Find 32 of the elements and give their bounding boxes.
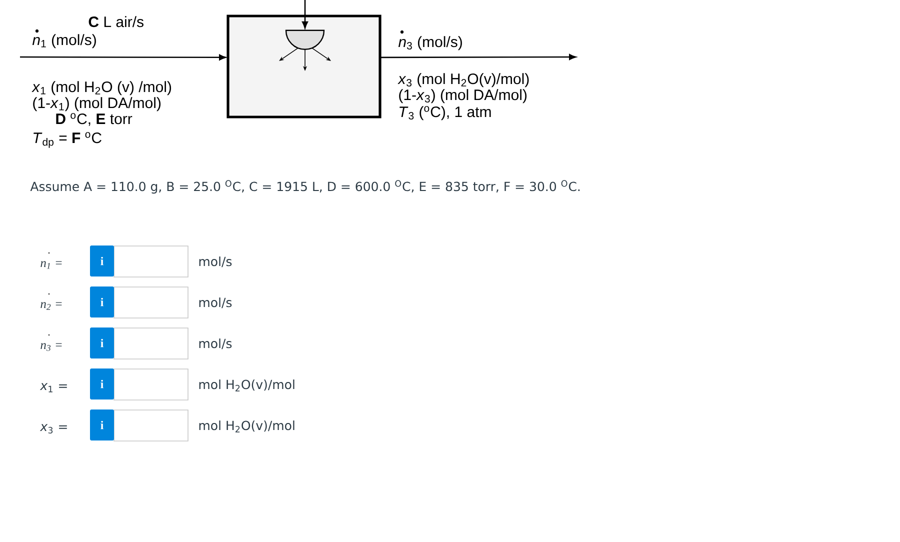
unit-label: mol H$_{2}$O(v)/mol [199,380,294,392]
spray-arrow [312,48,331,61]
stream-label: D $^{o}$C, E torr [56,113,132,126]
arrow [380,54,576,60]
arrow [20,54,226,60]
stream-label: T$_{3}$ ($^{o}$C), 1 atm [400,106,491,120]
stream-label: x$_{1}$ (mol H$_{2}$O (v) /mol) [32,81,172,96]
unit-label: mol/s [199,256,232,268]
stream-label: C L air/s [88,16,144,28]
info-button: i [90,368,114,400]
variable-label: x$_{3}$ = [40,424,67,434]
stream-label: (1-x$_{3}$) (mol DA/mol) [399,89,527,104]
stream-label: n$_{1}$ (mol/s) [32,34,96,48]
info-button: i [90,328,114,358]
variable-label: n$_{3}$ = [40,343,62,351]
variable-label: n$_{2}$ = [40,302,62,310]
info-button: i [90,410,114,440]
stream-label: x$_{3}$ (mol H$_{2}$O(v)/mol) [398,73,529,88]
unit-label: mol H$_{2}$O(v)/mol [199,420,294,432]
stream-label: (1-x$_{1}$) (mol DA/mol) [33,97,161,112]
stream-label: T$_{dp}$ = F $^{o}$C [34,132,102,148]
info-button: i [90,286,114,318]
unit-label: mol/s [199,298,232,308]
variable-label: n$_{1}$ = [40,261,62,269]
stream-label: n$_{3}$ (mol/s) [398,36,462,50]
spray-nozzle [285,30,325,50]
problem-statement: Assume A = 110.0 g, B = 25.0 $^{O}$C, C = 1915 L, D = 600.0 $^{O}$C, E = 835 torr, F = 30.0 $^{O}$C. [30,180,580,194]
arrow [302,0,308,28]
variable-label: x$_{1}$ = [40,383,67,392]
process-box [226,14,382,118]
unit-label: mol/s [199,338,232,350]
info-button: i [90,246,114,276]
